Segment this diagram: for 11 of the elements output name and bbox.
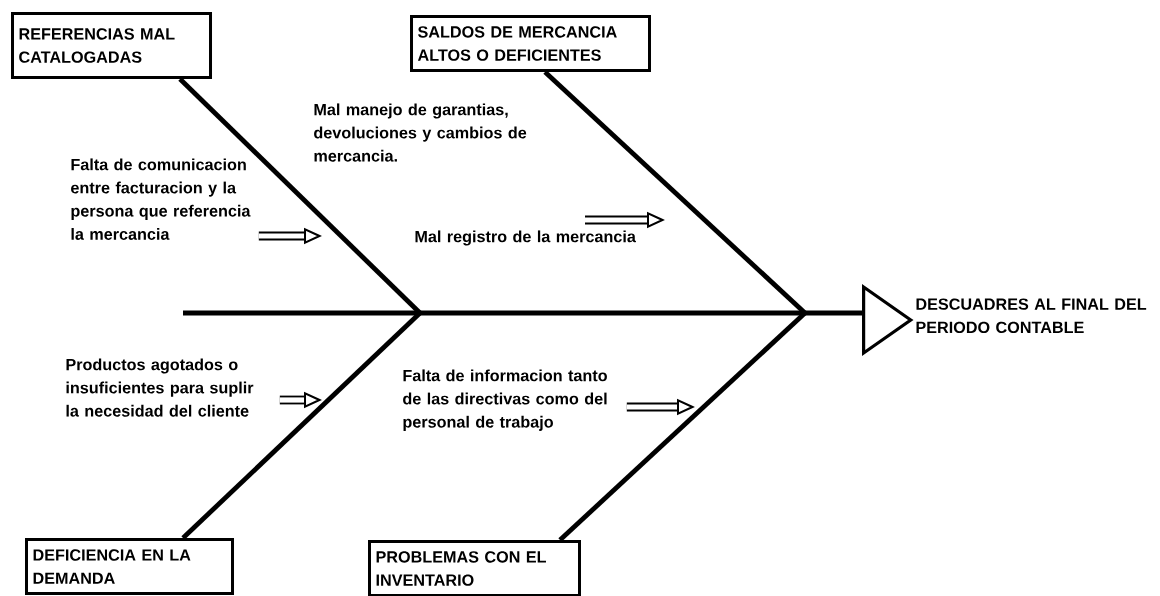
category-box: PROBLEMAS CON EL INVENTARIO: [368, 540, 581, 596]
category-box: SALDOS DE MERCANCIA ALTOS O DEFICIENTES: [410, 15, 651, 72]
effect-text: DESCUADRES AL FINAL DEL PERIODO CONTABLE: [916, 298, 1147, 334]
note-text: Mal manejo de garantias, devoluciones y cambios de mercancia.: [314, 103, 527, 162]
cause-text: Mal registro de la mercancia: [415, 230, 636, 246]
spine-line: [183, 310, 862, 316]
category-box: DEFICIENCIA EN LA DEMANDA: [25, 538, 234, 595]
cause-text: Productos agotados o insuficientes para suplir la necesidad del cliente: [66, 358, 254, 417]
cause-text: Falta de comunicacion entre facturacion y la persona que referencia la mercancia: [71, 158, 251, 240]
category-box: REFERENCIAS MAL CATALOGADAS: [11, 12, 212, 79]
cause-text: Falta de informacion tanto de las directivas como del personal de trabajo: [403, 369, 607, 431]
